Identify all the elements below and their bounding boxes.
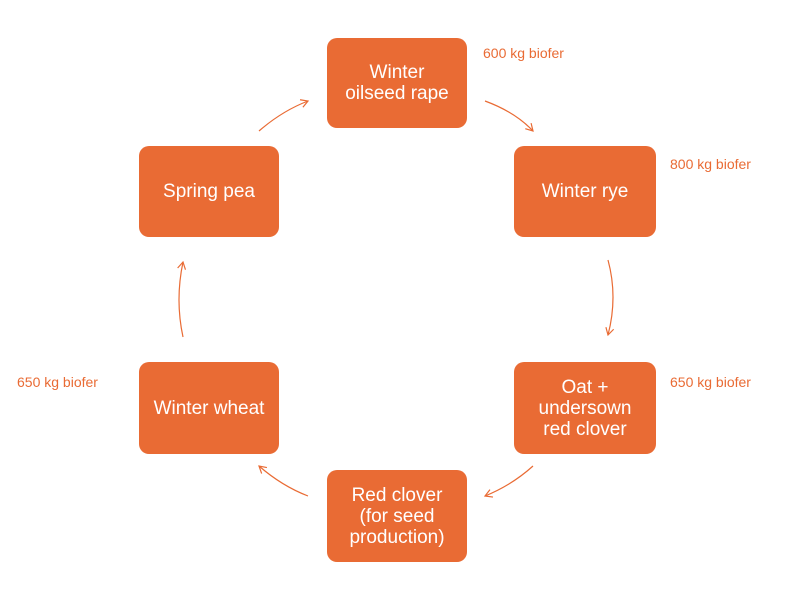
annotation-oat-biofer: 650 kg biofer	[670, 374, 751, 390]
node-label: Winter rye	[541, 181, 629, 202]
node-label: Winter wheat	[153, 397, 265, 419]
arrow-oat-to-redclover	[483, 465, 534, 498]
arrow-pea-to-oilseed	[258, 99, 310, 132]
arrow-redclover-to-wheat	[258, 465, 309, 497]
node-label: Red clover (for seed production)	[349, 484, 445, 548]
annotation-wheat-biofer: 650 kg biofer	[17, 374, 98, 390]
node-red-clover-seed: Red clover (for seed production)	[327, 470, 467, 562]
arrow-wheat-to-pea	[177, 260, 187, 338]
annotation-oilseed-biofer: 600 kg biofer	[483, 45, 564, 61]
node-spring-pea: Spring pea	[139, 146, 279, 237]
node-winter-oilseed-rape: Winter oilseed rape	[327, 38, 467, 128]
node-winter-wheat: Winter wheat	[139, 362, 279, 454]
node-label: Spring pea	[163, 181, 255, 202]
node-label: Oat + undersown red clover	[538, 376, 632, 440]
node-label: Winter oilseed rape	[345, 62, 449, 104]
arrow-rye-to-oat	[605, 259, 615, 337]
node-winter-rye: Winter rye	[514, 146, 656, 237]
node-oat-undersown-red-clover: Oat + undersown red clover	[514, 362, 656, 454]
annotation-rye-biofer: 800 kg biofer	[670, 156, 751, 172]
arrow-oilseed-to-rye	[484, 100, 534, 132]
